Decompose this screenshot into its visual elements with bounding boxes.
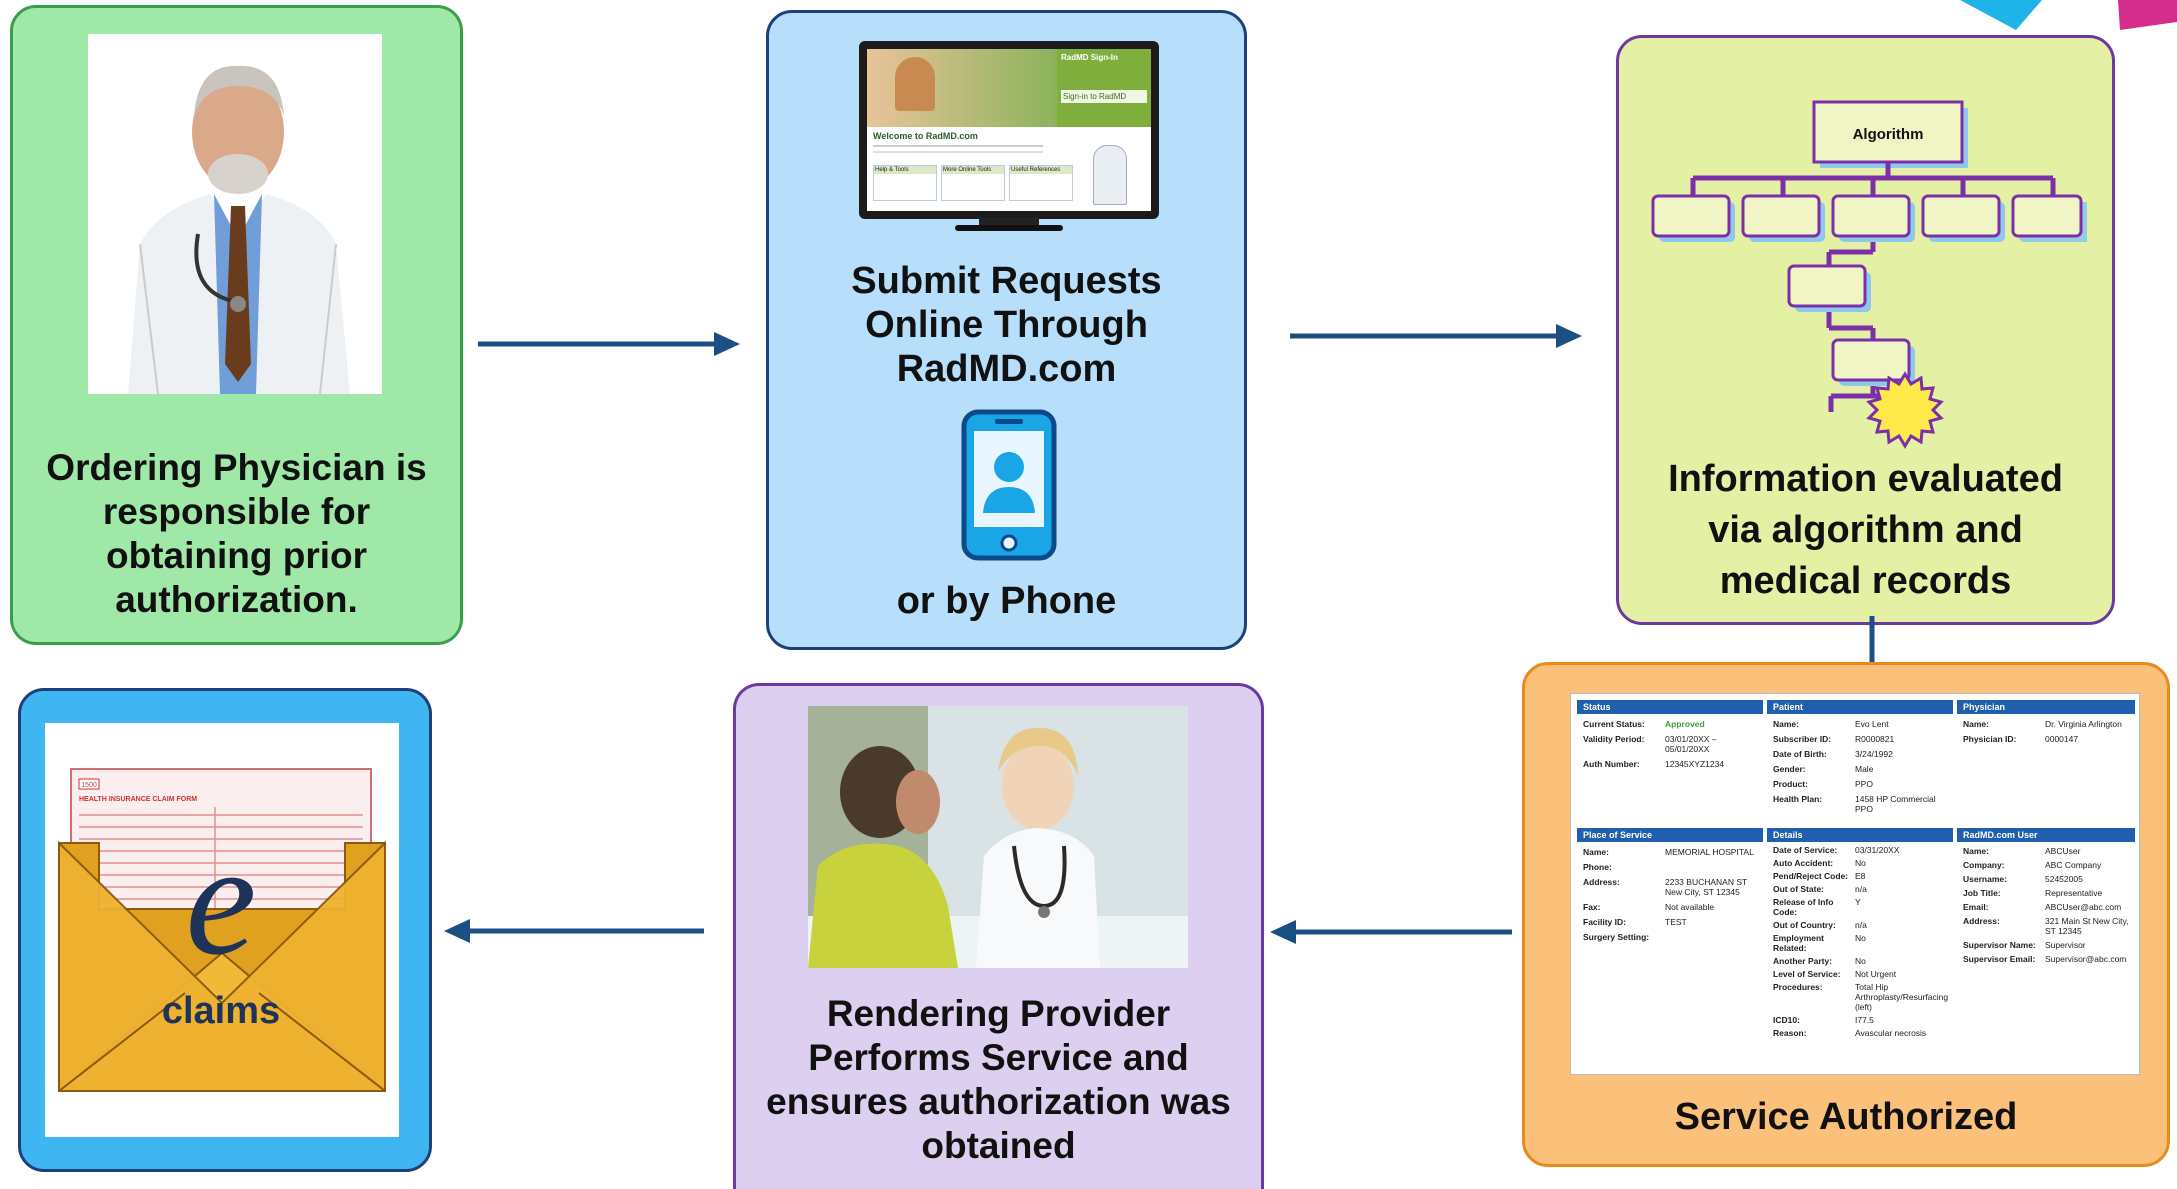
phone-icon — [961, 409, 1057, 561]
monitor-screen: RadMD Sign-In Sign-in to RadMD Welcome t… — [859, 41, 1159, 219]
step-eclaims: 1500 HEALTH INSURANCE CLAIM FORM e claim… — [18, 688, 432, 1172]
authorization-form: Status Current Status:Approved Validity … — [1570, 693, 2140, 1075]
monitor-col-1: Help & Tools — [874, 166, 936, 174]
doctor-icon — [128, 65, 350, 394]
form-place-header: Place of Service — [1577, 828, 1763, 842]
monitor-col-3: Useful References — [1010, 166, 1072, 174]
corner-decoration — [1960, 0, 2177, 30]
corner-triangle-cyan — [1960, 0, 2042, 30]
step5-text: Rendering Provider Performs Service and … — [766, 993, 1231, 1166]
eclaims-envelope-icon: 1500 HEALTH INSURANCE CLAIM FORM e claim… — [58, 768, 386, 1092]
step3-text: Information evaluated via algorithm and … — [1668, 458, 2063, 602]
monitor-sign-in-link: Sign-in to RadMD — [1061, 90, 1147, 103]
eclaims-panel: 1500 HEALTH INSURANCE CLAIM FORM e claim… — [45, 723, 399, 1137]
arrow-step5-to-step6 — [444, 919, 704, 943]
step2-alt-text: or by Phone — [896, 580, 1117, 622]
consultation-photo — [808, 706, 1188, 968]
form-patient-header: Patient — [1767, 700, 1953, 714]
eclaims-letter: e — [185, 810, 256, 988]
form-status-header: Status — [1577, 700, 1763, 714]
step-submit-requests: RadMD Sign-In Sign-in to RadMD Welcome t… — [766, 10, 1247, 650]
physician-photo — [88, 34, 382, 394]
status-badge: Approved — [1665, 719, 1705, 729]
step-service-authorized: Status Current Status:Approved Validity … — [1522, 662, 2170, 1167]
step1-text: Ordering Physician is responsible for ob… — [46, 447, 427, 620]
form-physician-header: Physician — [1957, 700, 2135, 714]
step2-text: Submit Requests Online Through RadMD.com — [851, 260, 1162, 390]
step-algorithm-evaluation: Algorithm — [1616, 35, 2115, 625]
radmd-monitor: RadMD Sign-In Sign-in to RadMD Welcome t… — [859, 41, 1159, 233]
arrow-step4-to-step5 — [1270, 920, 1512, 944]
doctor-patient-icon — [808, 706, 1188, 968]
step-ordering-physician: Ordering Physician is responsible for ob… — [10, 5, 463, 645]
algorithm-branch-boxes — [1651, 194, 2087, 386]
form-user-header: RadMD.com User — [1957, 828, 2135, 842]
monitor-welcome: Welcome to RadMD.com — [873, 131, 978, 141]
monitor-banner: RadMD Sign-In — [1061, 53, 1118, 62]
algorithm-starburst-icon — [1866, 371, 1944, 449]
corner-triangle-magenta — [2118, 0, 2177, 30]
eclaims-word: claims — [162, 990, 280, 1032]
claim-form-header: HEALTH INSURANCE CLAIM FORM — [79, 796, 197, 803]
arrow-step2-to-step3 — [1290, 324, 1582, 348]
step4-label: Service Authorized — [1674, 1096, 2018, 1138]
step-rendering-provider: Rendering Provider Performs Service and … — [733, 683, 1264, 1189]
algorithm-label: Algorithm — [1853, 126, 1924, 143]
monitor-col-2: More Online Tools — [942, 166, 1004, 174]
form-details-header: Details — [1767, 828, 1953, 842]
claim-form-badge: 1500 — [81, 782, 97, 789]
algorithm-flowchart: Algorithm — [1651, 100, 2087, 449]
arrow-step1-to-step2 — [478, 332, 740, 356]
